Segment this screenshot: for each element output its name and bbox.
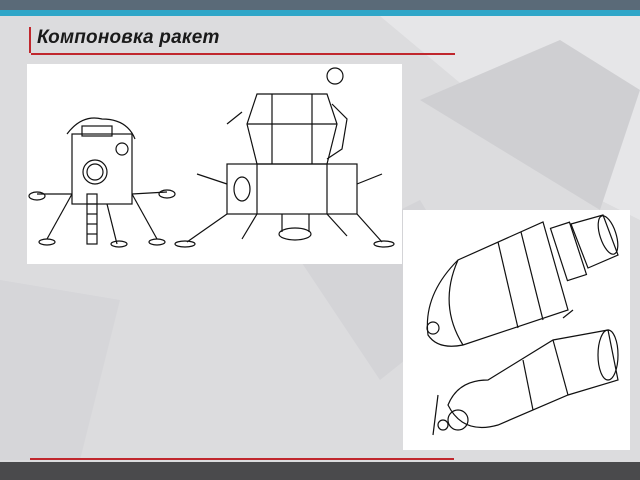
title-underline (31, 53, 455, 55)
small-lander-drawing (28, 117, 176, 248)
large-lander-drawing (174, 67, 395, 248)
footer-band (0, 462, 640, 480)
soyuz-drawing (432, 309, 619, 436)
spacecraft-drawings (403, 210, 630, 450)
slide-title: Компоновка ракет (37, 27, 220, 48)
lunar-module-drawings (27, 64, 402, 264)
footer-accent-line (30, 458, 454, 460)
command-service-module-drawing (426, 214, 619, 347)
title-accent-bar (29, 27, 31, 53)
